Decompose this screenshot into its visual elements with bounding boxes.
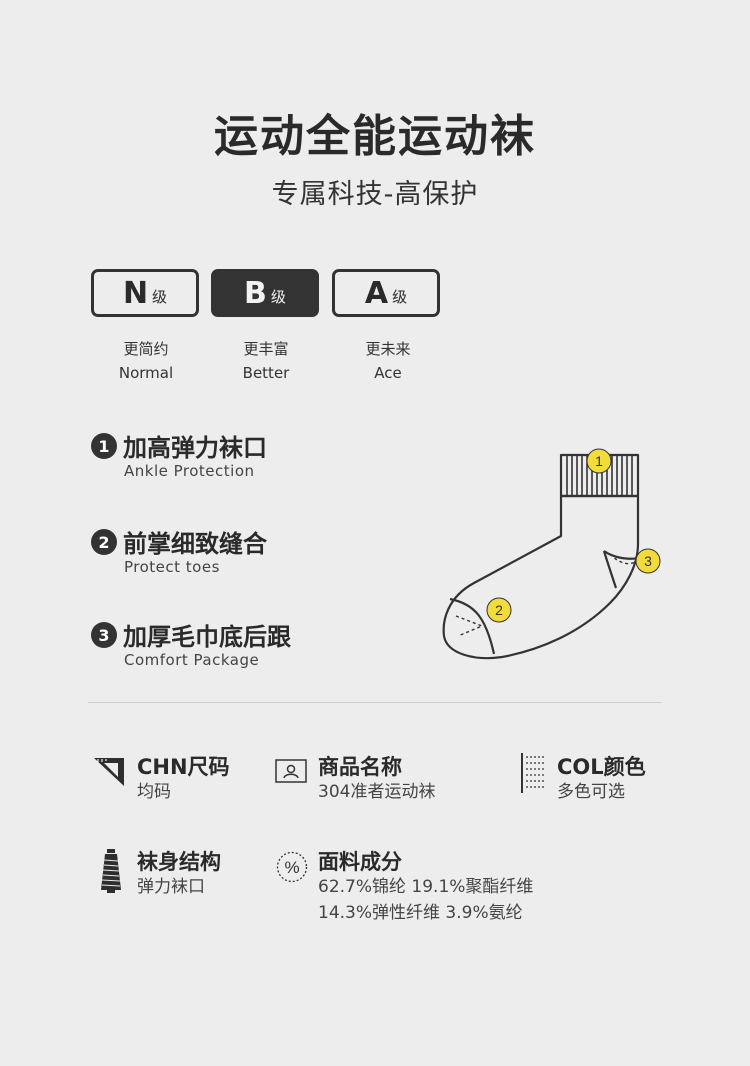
marker-label: 1 [595,453,603,469]
spec-value-line1: 62.7%锦纶 19.1%聚酯纤维 [318,877,534,897]
spec-value: 304准者运动袜 [318,782,436,802]
spec-value-line2: 14.3%弹性纤维 3.9%氨纶 [318,903,523,923]
grade-level: 级 [392,287,408,306]
grade-caption-en: Better [242,364,290,382]
sock-diagram: 1 3 2 [442,448,661,660]
grade-letter: A [364,275,389,311]
grade-letter: N [122,275,149,311]
feature-number-badge: 3 [91,622,117,648]
grade-level: 级 [270,287,286,306]
sock-body [442,494,640,660]
yarn-spool-icon [101,849,121,893]
spec-title: 袜身结构 [137,850,221,874]
grade-option-n[interactable]: N 级 [91,269,199,317]
spec-value: 弹力袜口 [137,877,205,897]
guide-dashes [455,553,637,637]
grade-caption-cn: 更简约 [123,340,169,358]
grade-caption-b: 更丰富 Better [211,337,321,385]
grade-option-b[interactable]: B 级 [211,269,319,317]
ruler-triangle-icon [94,758,124,786]
page-title: 运动全能运动袜 [214,111,536,162]
grade-caption-cn: 更未来 [365,340,411,358]
marker-3: 3 [635,548,661,574]
grade-level: 级 [152,287,168,306]
grade-caption-cn: 更丰富 [243,340,289,358]
svg-text:%: % [284,858,299,877]
spec-title: CHN尺码 [137,755,230,779]
grade-caption-a: 更未来 Ace [333,337,443,385]
feature-number-badge: 1 [91,433,117,459]
grade-caption-en: Ace [374,364,402,382]
section-divider [88,702,662,703]
feature-title: 前掌细致缝合 [123,530,267,558]
marker-label: 2 [495,602,503,618]
spec-title: 面料成分 [318,850,402,874]
sock-toe-line [449,597,496,655]
grade-caption-n: 更简约 Normal [91,337,201,385]
id-card-icon [275,759,307,783]
marker-2: 2 [486,597,512,623]
marker-label: 3 [644,553,652,569]
feature-subtitle: Comfort Package [124,651,260,669]
feature-subtitle: Protect toes [124,558,220,576]
feature-subtitle: Ankle Protection [124,462,255,480]
grade-caption-en: Normal [118,364,174,382]
percent-icon: % [276,851,308,883]
spec-value: 均码 [137,782,171,802]
sock-heel-line [603,550,639,560]
grade-letter: B [244,275,267,311]
sock-outline [442,453,640,660]
feature-title: 加高弹力袜口 [123,434,267,462]
color-swatch-icon [521,753,544,793]
feature-title: 加厚毛巾底后跟 [123,623,291,651]
spec-value: 多色可选 [557,782,625,802]
spec-title: COL颜色 [557,755,646,779]
marker-1: 1 [586,448,612,474]
sock-heel-seam [602,550,618,589]
spec-title: 商品名称 [318,755,402,779]
feature-number-badge: 2 [91,529,117,555]
page-subtitle: 专属科技-高保护 [271,179,479,210]
grade-option-a[interactable]: A 级 [332,269,440,317]
